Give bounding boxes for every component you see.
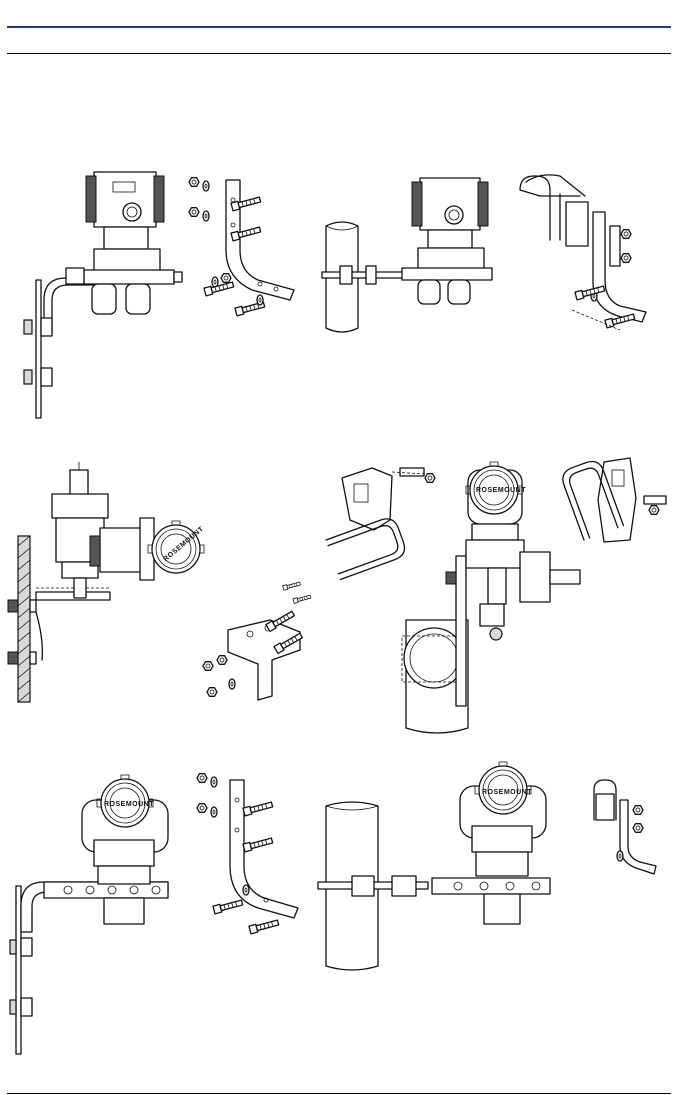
coplanar-bracket-hardware <box>189 178 294 316</box>
nut-icon <box>621 254 631 263</box>
washer-icon <box>229 679 235 689</box>
washer-icon <box>211 807 217 817</box>
u-bolt-icon <box>326 515 408 579</box>
nut-icon <box>633 806 643 815</box>
rosemount-logo: ROSEMOUNT <box>104 801 154 808</box>
nut-icon <box>217 656 227 665</box>
nut-icon <box>425 474 435 483</box>
coplanar-panel-mount <box>24 172 182 418</box>
coplanar-u-bolt-bracket <box>520 175 646 330</box>
bolt-icon <box>249 919 279 934</box>
nut-icon <box>189 208 199 217</box>
traditional-u-bolt-bracket-right <box>559 458 666 542</box>
bolt-icon <box>213 899 243 914</box>
footer-divider <box>7 1093 671 1094</box>
rosemount-logo: ROSEMOUNT <box>482 789 532 796</box>
nut-icon <box>633 824 643 833</box>
washer-icon <box>203 211 209 221</box>
traditional-panel-mount: ROSEMOUNT <box>8 462 205 702</box>
nut-icon <box>649 506 659 515</box>
bolt-icon <box>243 837 273 852</box>
rosemount-logo: ROSEMOUNT <box>476 487 526 494</box>
bolt-icon <box>243 801 273 816</box>
bolt-icon <box>283 581 301 590</box>
traditional-pipe-mount: ROSEMOUNT <box>402 462 580 733</box>
bolt-icon <box>293 594 311 603</box>
coplanar-pipe-mount <box>322 178 492 332</box>
washer-icon <box>243 885 249 895</box>
traditional-flat-bracket-hardware <box>203 610 303 700</box>
nut-icon <box>207 688 217 697</box>
bolt-icon <box>204 281 234 296</box>
nut-icon <box>197 774 207 783</box>
inline-pipe-mount: ROSEMOUNT <box>318 762 550 970</box>
traditional-u-bolt-bracket-left <box>326 468 435 579</box>
inline-panel-mount: ROSEMOUNT <box>10 775 168 1054</box>
nut-icon <box>197 804 207 813</box>
nut-icon <box>621 230 631 239</box>
inline-bracket-hardware <box>197 774 298 934</box>
washer-icon <box>203 181 209 191</box>
nut-icon <box>221 274 231 283</box>
nut-icon <box>203 662 213 671</box>
washer-icon <box>617 851 623 861</box>
washer-icon <box>211 777 217 787</box>
washer-icon <box>257 295 263 305</box>
nut-icon <box>189 178 199 187</box>
